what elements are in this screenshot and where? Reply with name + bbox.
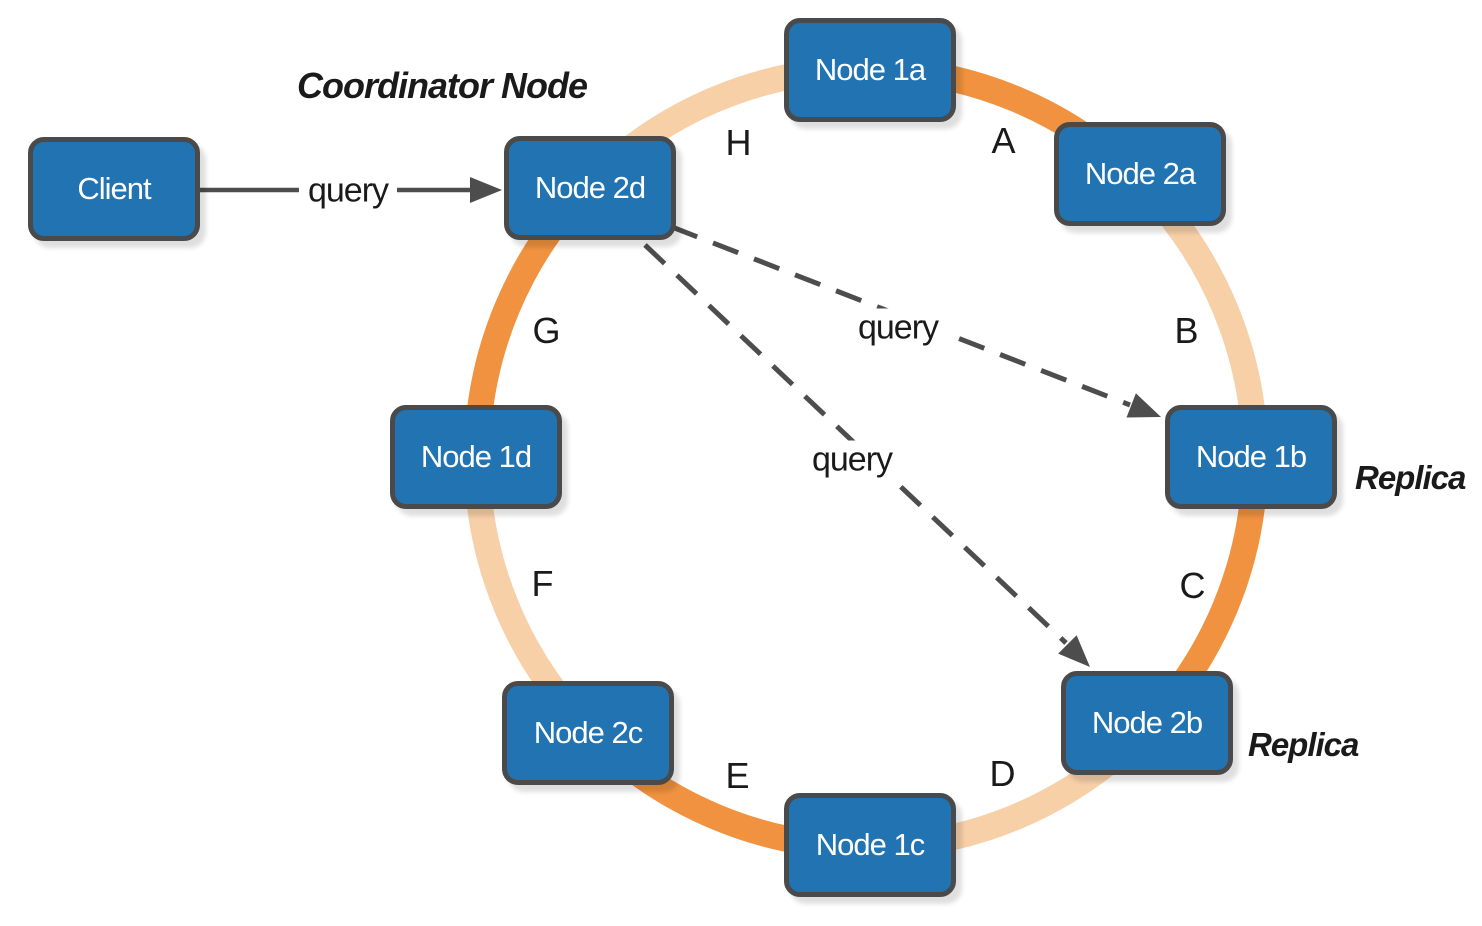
client-box: Client [28, 137, 200, 241]
query-arrowhead-to-node-2b-icon [1058, 635, 1090, 667]
node-box-1c: Node 1c [784, 793, 956, 897]
replica-label-2b: Replica [1248, 726, 1359, 763]
client-query-label: query [298, 171, 398, 211]
node-label-2c: Node 2c [533, 715, 643, 750]
node-label-1d: Node 1d [420, 439, 532, 474]
ring-segment-label-d: D [989, 753, 1016, 794]
node-label-1c: Node 1c [815, 827, 925, 862]
ring-segment-label-h: H [725, 122, 752, 163]
query-label-to-node-2b: query [802, 440, 902, 480]
node-box-2b: Node 2b [1061, 671, 1233, 775]
node-label-2d: Node 2d [534, 170, 646, 205]
client-query-arrowhead-icon [470, 177, 502, 203]
node-label-2a: Node 2a [1084, 156, 1196, 191]
ring-segment-label-b: B [1174, 310, 1198, 351]
node-box-1a: Node 1a [784, 18, 956, 122]
node-box-2c: Node 2c [502, 681, 674, 785]
node-box-1d: Node 1d [390, 405, 562, 509]
coordinator-node-label: Coordinator Node [297, 65, 588, 106]
ring-segment-label-a: A [991, 120, 1015, 161]
node-label-1a: Node 1a [814, 52, 926, 87]
node-label-1b: Node 1b [1195, 439, 1307, 474]
node-box-2a: Node 2a [1054, 122, 1226, 226]
query-label-to-node-1b: query [848, 308, 948, 348]
ring-segment-label-g: G [532, 310, 560, 351]
node-label-2b: Node 2b [1091, 705, 1203, 740]
node-box-1b: Node 1b [1165, 405, 1337, 509]
replica-label-1b: Replica [1355, 459, 1466, 496]
client-label: Client [77, 171, 151, 206]
ring-segment-label-c: C [1179, 565, 1206, 606]
query-arrowhead-to-node-1b-icon [1126, 393, 1161, 418]
ring-segment-label-e: E [725, 755, 749, 796]
node-box-2d-coordinator: Node 2d [504, 136, 676, 240]
ring-segment-label-f: F [531, 563, 554, 604]
